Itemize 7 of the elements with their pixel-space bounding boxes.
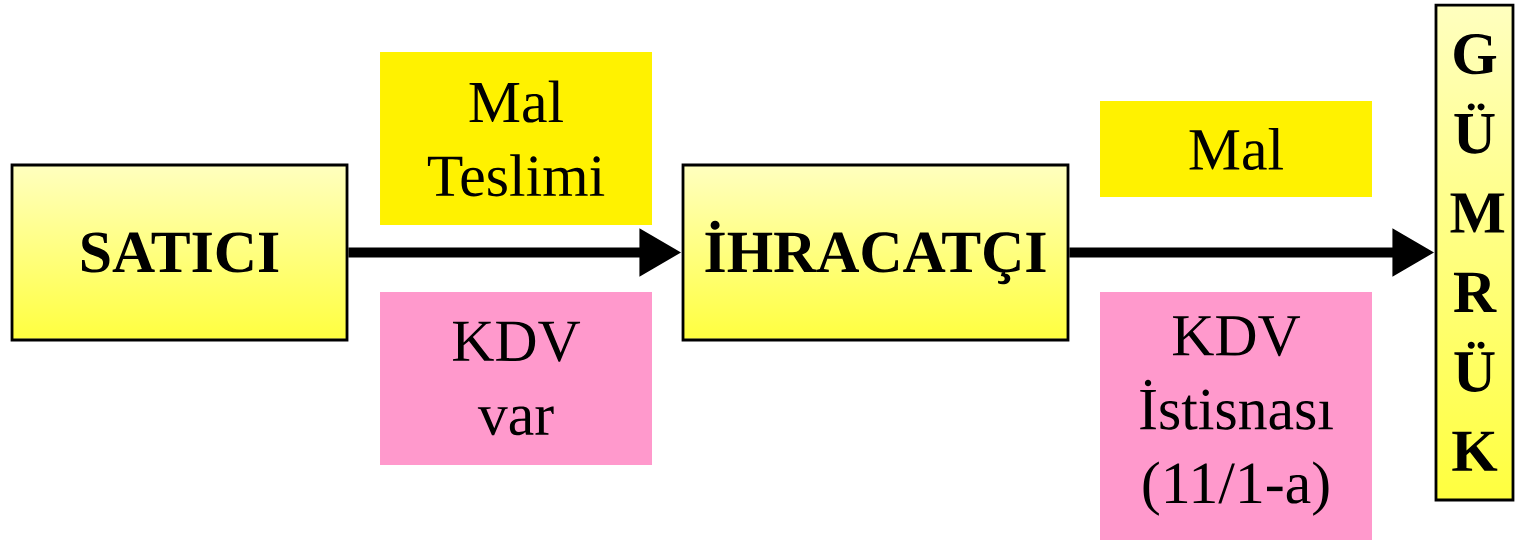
process-box: İHRACATÇI xyxy=(681,163,1070,342)
customs-bar: G Ü M R Ü K xyxy=(1434,3,1515,502)
note-box: Mal xyxy=(1100,101,1372,197)
note-box: KDV var xyxy=(380,292,652,465)
process-box: SATICI xyxy=(10,163,349,342)
note-box: KDV İstisnası (11/1-a) xyxy=(1100,292,1372,540)
note-box: Mal Teslimi xyxy=(380,52,652,225)
